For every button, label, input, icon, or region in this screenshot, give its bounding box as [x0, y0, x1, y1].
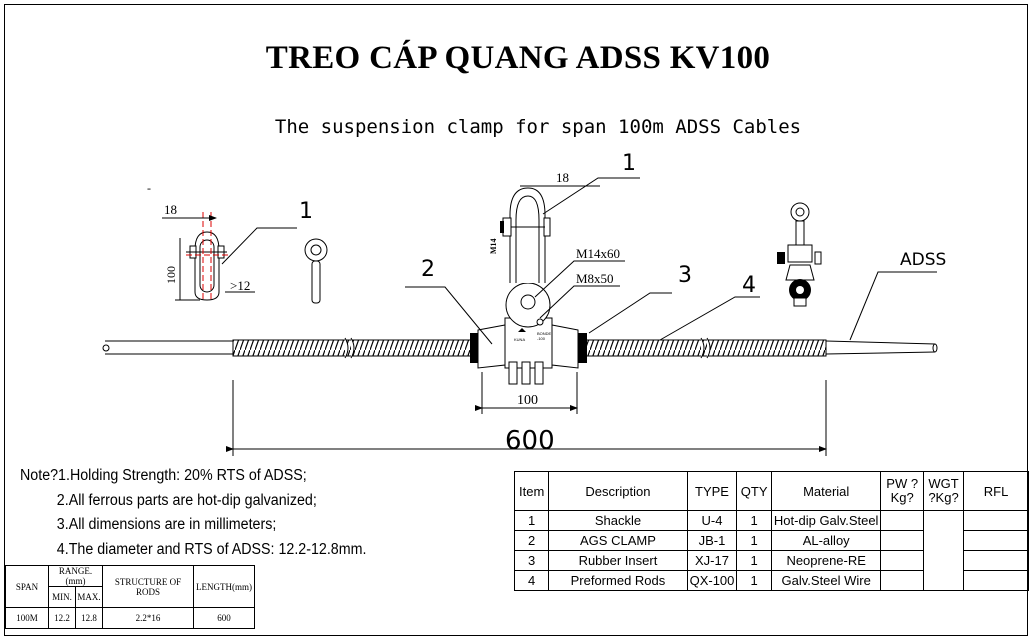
bom-header-type: TYPE [686, 471, 738, 511]
bom-cell-empty [880, 530, 924, 551]
table-row: 2 AGS CLAMP JB-1 1 AL-alloy [513, 530, 1029, 551]
span-subheader-row: MIN. MAX. [6, 586, 255, 608]
callout-3: 3 [678, 263, 692, 288]
dim-18-top: 18 [556, 170, 569, 185]
note-4: 4.The diameter and RTS of ADSS: 12.2-12.… [56, 540, 367, 558]
table-row: 1 Shackle U-4 1 Hot-dip Galv.Steel [513, 510, 1029, 591]
dim-m8x50: M8x50 [576, 271, 614, 286]
bom-cell: Shackle [548, 510, 688, 531]
note-2: 2.All ferrous parts are hot-dip galvaniz… [56, 491, 317, 509]
bom-cell: 1 [736, 550, 772, 571]
dimension-labels: 18 100 >12 18 M14 M14x60 M8x50 100 600 A… [147, 170, 946, 456]
dimension-lines [162, 185, 827, 456]
ags-clamp: BONDE -100 KUNA [470, 282, 587, 385]
table-row: 100M 12.2 12.8 2.2*16 600 [5, 607, 255, 629]
callout-2: 2 [421, 257, 435, 282]
bom-cell-empty [922, 510, 965, 591]
span-table: SPAN RANGE. (mm) STRUCTURE OF RODS LENGT… [5, 565, 255, 629]
stray-dash: - [147, 181, 151, 195]
shackle [500, 187, 551, 283]
callout-4: 4 [742, 273, 756, 298]
bom-cell-empty [963, 570, 1029, 591]
drawing-frame [4, 4, 1028, 636]
bom-cell: QX-100 [686, 570, 738, 591]
adss-cable [102, 340, 938, 355]
span-header-min: MIN. [48, 586, 76, 608]
dim-100-left: 100 [164, 266, 178, 284]
drawing-title: TREO CÁP QUANG ADSS KV100 [265, 40, 771, 76]
shackle-detail [186, 212, 230, 301]
bom-header-item: Item [513, 471, 550, 511]
svg-text:-100: -100 [537, 336, 546, 341]
bom-cell: AGS CLAMP [548, 530, 688, 551]
bom-header-pw: PW ?Kg? [880, 471, 924, 511]
bom-cell: 1 [736, 510, 772, 531]
table-row: 3 Rubber Insert XJ-17 1 Neoprene-RE [513, 550, 1029, 571]
span-header-length: LENGTH(mm) [193, 565, 255, 608]
bom-cell: 3 [513, 550, 550, 571]
span-header-structure: STRUCTURE OF RODS [102, 565, 194, 608]
leader-lines [221, 177, 937, 345]
drawing-subtitle: The suspension clamp for span 100m ADSS … [274, 116, 802, 138]
bom-cell-empty [880, 510, 924, 531]
bom-header-row: Item Description TYPE QTY Material PW ?K… [513, 471, 1029, 511]
svg-text:KUNA: KUNA [514, 337, 525, 342]
bom-cell: 1 [736, 570, 772, 591]
side-view-assembly [777, 202, 822, 307]
bom-header-material: Material [770, 471, 882, 511]
note-1: Note?1.Holding Strength: 20% RTS of ADSS… [20, 467, 307, 484]
span-cell: 12.8 [75, 607, 103, 629]
callouts: 1 1 2 3 4 [299, 151, 756, 298]
dim-m14x60: M14x60 [576, 246, 620, 261]
bom-cell: 1 [736, 530, 772, 551]
bom-cell: JB-1 [686, 530, 738, 551]
span-header-span: SPAN [5, 565, 49, 608]
span-cell: 100M [5, 607, 49, 629]
bom-cell-empty [963, 550, 1029, 571]
bom-cell: Rubber Insert [548, 550, 688, 571]
bom-header-rfl: RFL [963, 471, 1029, 511]
bom-cell-empty [880, 550, 924, 571]
bom-cell: 1 [513, 510, 550, 531]
span-cell: 2.2*16 [102, 607, 194, 629]
bom-cell: U-4 [686, 510, 738, 531]
bom-cell: Hot-dip Galv.Steel [770, 510, 882, 531]
bill-of-materials-table: Item Description TYPE QTY Material PW ?K… [513, 471, 1029, 591]
bom-header-qty: QTY [736, 471, 772, 511]
note-3: 3.All dimensions are in millimeters; [56, 516, 277, 533]
span-cell: 12.2 [48, 607, 76, 629]
bom-cell: Galv.Steel Wire [770, 570, 882, 591]
bom-cell: 4 [513, 570, 550, 591]
callout-1-left: 1 [299, 199, 313, 224]
eye-bolt [304, 238, 328, 304]
dim-100-bottom: 100 [517, 393, 538, 408]
bom-cell: Preformed Rods [548, 570, 688, 591]
bom-cell: 2 [513, 530, 550, 551]
bom-header-description: Description [548, 471, 688, 511]
dim-m14: M14 [489, 238, 498, 254]
svg-text:BONDE: BONDE [537, 331, 552, 336]
bom-cell-empty [963, 530, 1029, 551]
bom-cell-empty [880, 570, 924, 591]
bom-cell: AL-alloy [770, 530, 882, 551]
bom-cell: Neoprene-RE [770, 550, 882, 571]
dim-600: 600 [505, 426, 555, 456]
bom-cell: XJ-17 [686, 550, 738, 571]
dim-12: >12 [230, 278, 250, 293]
span-cell: 600 [193, 607, 255, 629]
bom-cell-empty [963, 510, 1029, 531]
callout-1-top: 1 [622, 151, 636, 176]
label-adss: ADSS [900, 250, 946, 270]
span-header-range: RANGE. (mm) [48, 565, 103, 587]
span-header-max: MAX. [75, 586, 103, 608]
notes: Note?1.Holding Strength: 20% RTS of ADSS… [20, 464, 397, 562]
bom-header-wgt: WGT ?Kg? [922, 471, 965, 511]
dim-18-left: 18 [164, 202, 177, 217]
table-row: 4 Preformed Rods QX-100 1 Galv.Steel Wir… [513, 570, 1029, 591]
span-header-row: SPAN RANGE. (mm) STRUCTURE OF RODS LENGT… [5, 565, 255, 608]
